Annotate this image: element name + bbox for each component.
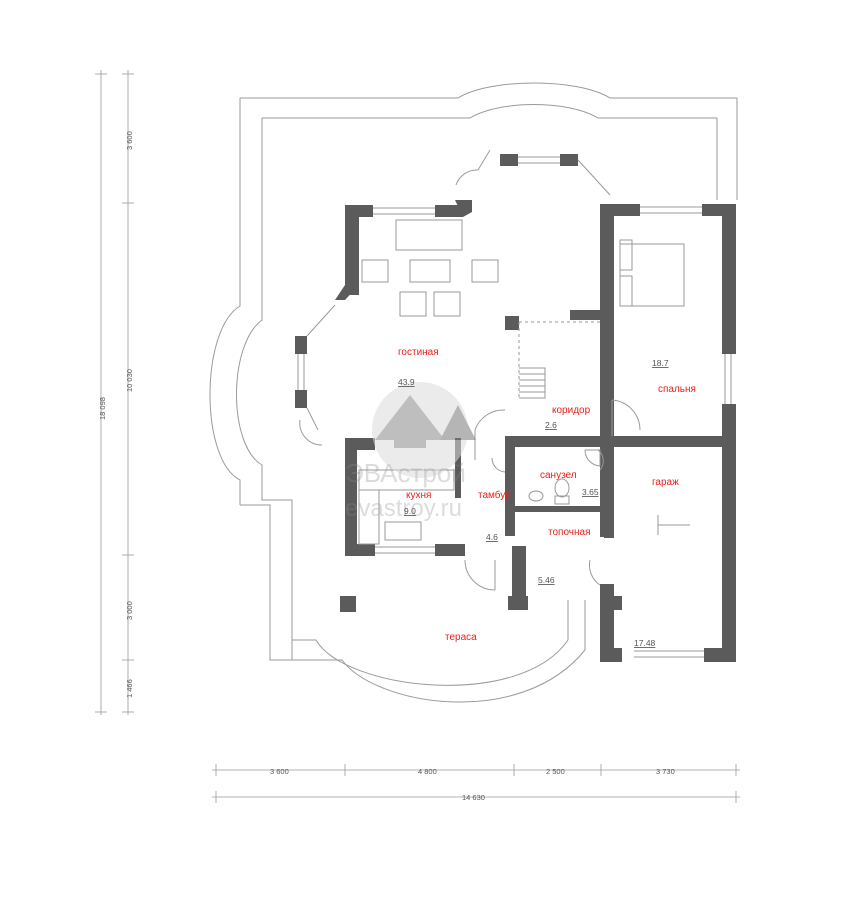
room-label-terasa: тераса	[445, 632, 477, 643]
dim-left-2: 10 030	[125, 369, 134, 392]
room-label-topochnaya: топочная	[548, 527, 591, 538]
dimension-bottom-labels: 3 600 4 800 2 500 3 730 14 630	[270, 767, 675, 802]
room-label-kukhnya: кухня	[406, 490, 431, 501]
room-labels: гостиная 43.9 спальня 18.7 коридор 2.6 с…	[398, 347, 696, 648]
dimension-left	[95, 70, 134, 715]
dim-bottom-1: 3 600	[270, 767, 289, 776]
watermark-brand: ЭВАстрой	[345, 458, 466, 488]
dim-bottom-4: 3 730	[656, 767, 675, 776]
dimension-left-labels: 3 600 10 030 3 000 1 466 18 098	[98, 131, 134, 698]
dimension-bottom	[212, 764, 740, 803]
doors	[299, 149, 641, 591]
dim-bottom-3: 2 500	[546, 767, 565, 776]
dim-left-1: 3 600	[125, 131, 134, 150]
stairs	[518, 321, 600, 399]
area-label-topochnaya: 5.46	[538, 575, 555, 585]
room-label-koridor: коридор	[552, 405, 591, 416]
area-label-koridor: 2.6	[545, 420, 557, 430]
area-label-sanuzel: 3.65	[582, 487, 599, 497]
dim-bottom-total: 14 630	[462, 793, 485, 802]
windows	[297, 156, 732, 658]
boiler-units	[604, 492, 614, 538]
terrace-outline	[209, 82, 738, 703]
area-label-kukhnya: 9.0	[404, 506, 416, 516]
area-label-garazh: 17.48	[634, 638, 656, 648]
room-label-garazh: гараж	[652, 477, 679, 488]
room-label-gostinaya: гостиная	[398, 347, 439, 358]
room-label-spalnya: спальня	[658, 384, 696, 395]
area-label-gostinaya: 43.9	[398, 377, 415, 387]
room-label-sanuzel: санузел	[540, 470, 577, 481]
dim-bottom-2: 4 800	[418, 767, 437, 776]
watermark-site: evastroy.ru	[345, 495, 462, 522]
room-label-tambur: тамбур	[478, 489, 511, 501]
dim-left-4: 1 466	[125, 679, 134, 698]
dim-left-total: 18 098	[98, 397, 107, 420]
exterior-walls	[295, 154, 736, 662]
area-label-tambur: 4.6	[486, 532, 498, 542]
watermark-logo: ЭВАстрой evastroy.ru	[345, 382, 476, 522]
dim-left-3: 3 000	[125, 601, 134, 620]
area-label-spalnya: 18.7	[652, 358, 669, 368]
